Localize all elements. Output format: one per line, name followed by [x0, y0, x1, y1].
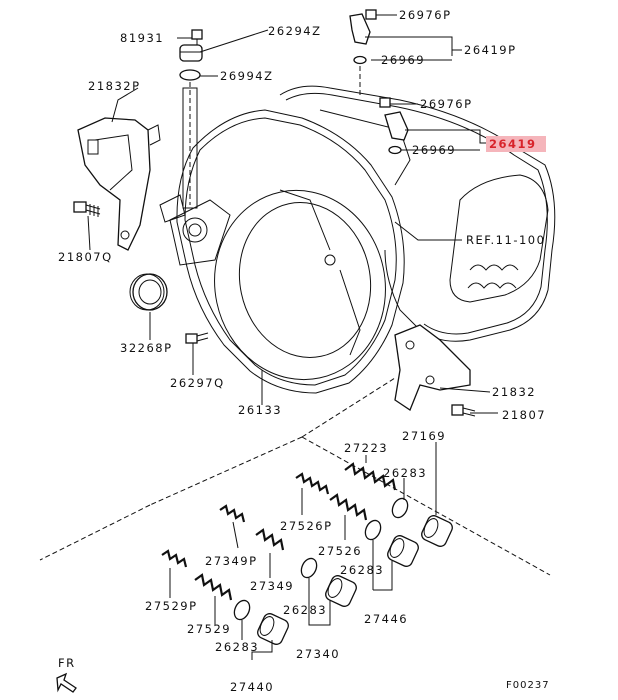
plug-26294Z	[179, 44, 203, 62]
bolt-21807Q	[73, 201, 101, 217]
fr-label: FR	[58, 656, 76, 670]
label-26969-upper[interactable]: 26969	[381, 53, 425, 67]
label-27169[interactable]: 27169	[402, 429, 446, 443]
label-27526P[interactable]: 27526P	[280, 519, 333, 533]
label-27529[interactable]: 27529	[187, 622, 231, 636]
spring-27529	[194, 573, 233, 601]
label-26419-highlighted[interactable]: 26419	[489, 137, 537, 151]
bolt-26976P-lower	[379, 97, 391, 108]
label-26283-c[interactable]: 26283	[283, 603, 327, 617]
piston-27440	[257, 613, 289, 645]
o-ring-26283-b	[364, 519, 382, 541]
label-21832[interactable]: 21832	[492, 385, 536, 399]
highlight-box	[486, 136, 546, 152]
o-ring-26283-a	[391, 497, 409, 519]
fr-arrow-icon	[56, 672, 77, 693]
label-26976P-upper[interactable]: 26976P	[399, 8, 452, 22]
label-26976P-lower[interactable]: 26976P	[420, 97, 473, 111]
o-ring-26969-upper	[353, 55, 367, 65]
o-ring-26283-c	[300, 557, 318, 579]
label-26283-d[interactable]: 26283	[215, 640, 259, 654]
transmission-case	[279, 85, 556, 342]
label-26294Z[interactable]: 26294Z	[268, 24, 321, 38]
label-ref-11-100[interactable]: REF.11-100	[466, 233, 545, 247]
label-26283-b[interactable]: 26283	[340, 563, 384, 577]
leader-lines	[87, 14, 498, 660]
spring-27349	[255, 528, 285, 551]
diagram-code: F00237	[506, 680, 550, 691]
label-21807[interactable]: 21807	[502, 408, 546, 422]
o-ring-26969-lower	[388, 145, 402, 155]
piston-27169	[421, 515, 453, 547]
bracket-21832	[394, 324, 471, 411]
label-27340[interactable]: 27340	[296, 647, 340, 661]
label-26969-lower[interactable]: 26969	[412, 143, 456, 157]
label-27349[interactable]: 27349	[250, 579, 294, 593]
front-direction-indicator: FR	[56, 656, 77, 693]
o-ring-26994Z	[179, 69, 201, 81]
label-26994Z[interactable]: 26994Z	[220, 69, 273, 83]
spring-27526	[329, 493, 368, 521]
label-21832P[interactable]: 21832P	[88, 79, 141, 93]
label-26133[interactable]: 26133	[238, 403, 282, 417]
piston-27446	[387, 535, 419, 567]
part-labels: 81931 26294Z 26994Z 26976P 26419P 26969 …	[58, 8, 546, 694]
bolt-26297Q	[185, 332, 209, 344]
label-27349P[interactable]: 27349P	[205, 554, 258, 568]
spring-27526P	[295, 472, 330, 495]
spring-27223	[344, 462, 397, 491]
label-26297Q[interactable]: 26297Q	[170, 376, 225, 390]
spring-27349P	[219, 504, 246, 523]
oil-seal-32268P	[129, 273, 168, 311]
label-27526[interactable]: 27526	[318, 544, 362, 558]
spring-27529P	[161, 549, 188, 568]
dipstick-tube	[182, 87, 198, 209]
sensor-26419	[384, 111, 409, 141]
clutch-housing	[159, 109, 405, 394]
label-27223[interactable]: 27223	[344, 441, 388, 455]
label-26283-a[interactable]: 26283	[383, 466, 427, 480]
label-27529P[interactable]: 27529P	[145, 599, 198, 613]
label-81931[interactable]: 81931	[120, 31, 164, 45]
label-26419P[interactable]: 26419P	[464, 43, 517, 57]
label-27446[interactable]: 27446	[364, 612, 408, 626]
bracket-21832P	[77, 117, 161, 251]
label-21807Q[interactable]: 21807Q	[58, 250, 113, 264]
bolt-26976P-upper	[365, 9, 377, 20]
o-ring-26283-d	[233, 599, 251, 621]
bolt-21807	[451, 404, 476, 417]
piston-27340	[325, 575, 357, 607]
label-32268P[interactable]: 32268P	[120, 341, 173, 355]
label-27440[interactable]: 27440	[230, 680, 274, 694]
